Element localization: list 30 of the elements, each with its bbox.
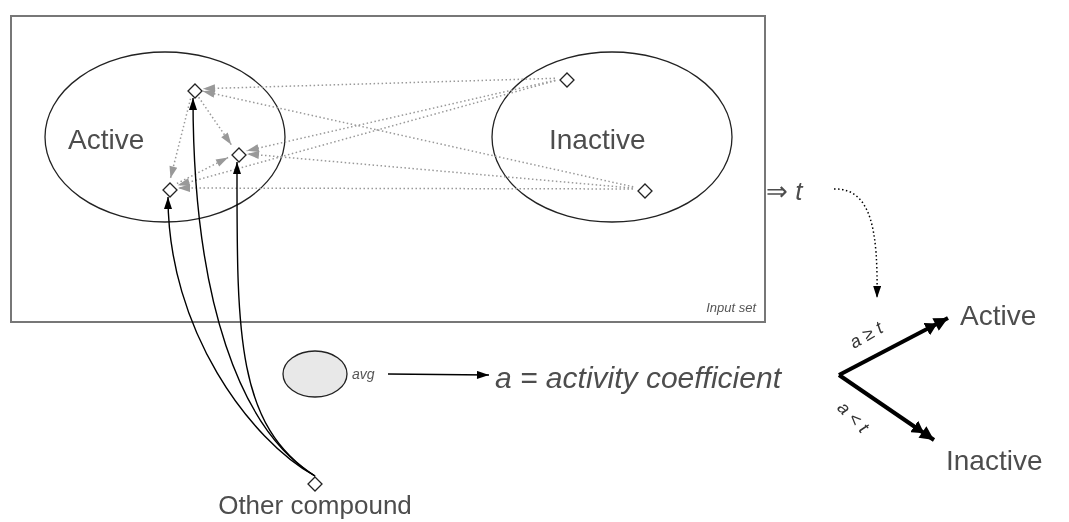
input-set-label: Input set: [706, 298, 756, 317]
compound-diamond: [231, 147, 247, 163]
dotted-arrow: [246, 150, 634, 189]
arrow: [233, 161, 316, 477]
dotted-arrow: [202, 77, 556, 93]
dotted-arrow: [176, 79, 557, 187]
compound-diamond: [162, 182, 178, 198]
compound-diamond: [637, 183, 653, 199]
class-label: Inactive: [549, 123, 646, 157]
class-label: Active: [68, 123, 145, 157]
threshold-label: ⇒ t: [766, 175, 805, 208]
arrow: [387, 370, 490, 379]
compound-diamond: [559, 72, 575, 88]
average-ellipse: [282, 350, 348, 398]
node-caption: avg: [352, 365, 375, 384]
result-label: Active: [960, 299, 1038, 333]
dotted-arrow: [197, 96, 233, 146]
class-ellipse: [491, 51, 733, 223]
dotted-arrow: [833, 188, 882, 299]
input-set-frame: [10, 15, 766, 323]
result-label: Inactive: [946, 444, 1044, 478]
dotted-arrow: [169, 97, 192, 180]
dotted-arrow: [177, 184, 634, 193]
compound-diamond: [187, 83, 203, 99]
compound-diamond: [307, 476, 323, 492]
node-caption: Other compound: [217, 491, 413, 519]
dotted-arrow: [176, 156, 229, 185]
formula-label: a = activity coefficient: [495, 360, 783, 396]
class-ellipse: [44, 51, 286, 223]
dotted-arrow: [202, 89, 634, 188]
